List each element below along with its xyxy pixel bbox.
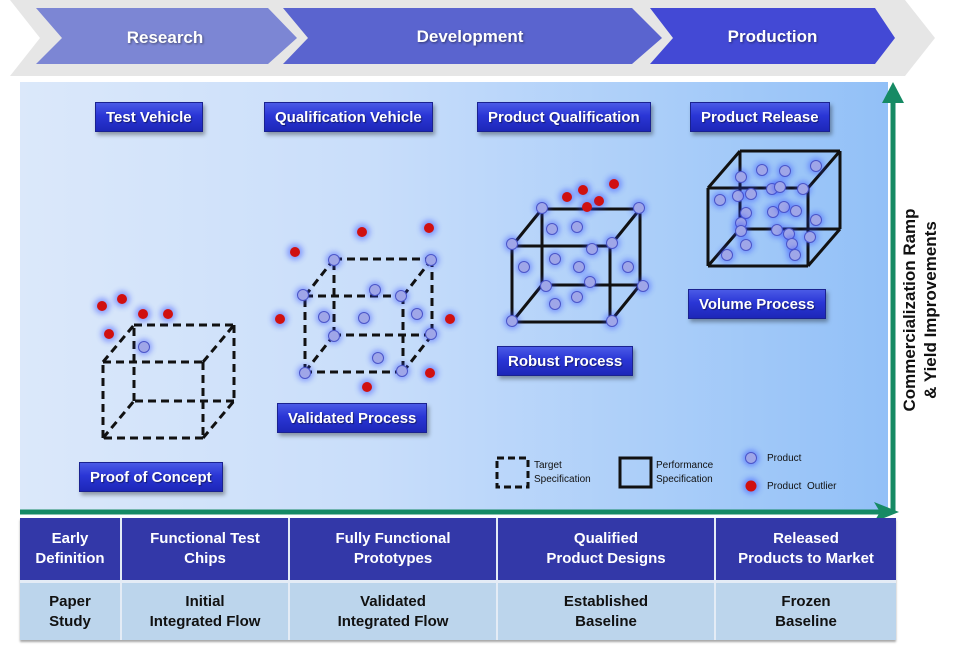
legend-outlier-label: Product Outlier (767, 481, 837, 492)
side-axis-label-line2: & Yield Improvements (921, 221, 940, 399)
phase-chevron-research[interactable] (36, 8, 297, 64)
tag-volume-process: Volume Process (688, 289, 826, 319)
phase-chevron-production[interactable] (650, 8, 895, 64)
tag-proof-of-concept: Proof of Concept (79, 462, 223, 492)
phase-label-development: Development (416, 27, 524, 46)
phase-band (10, 0, 935, 76)
tag-validated-process: Validated Process (277, 403, 428, 433)
tag-test-vehicle: Test Vehicle (95, 102, 203, 132)
side-axis-label: Commercialization Ramp & Yield Improveme… (899, 208, 941, 411)
phase-label-research: Research (126, 28, 204, 47)
legend-target-spec-label: Target Specification (534, 460, 591, 485)
tag-product-qualification: Product Qualification (477, 102, 651, 132)
legend-performance-spec-label: Performance Specification (656, 460, 714, 485)
side-axis-label-line1: Commercialization Ramp (900, 208, 919, 412)
tag-robust-process: Robust Process (497, 346, 634, 376)
legend-product-label: Product (767, 453, 802, 464)
phase-label-production: Production (727, 27, 818, 46)
tag-product-release: Product Release (690, 102, 830, 132)
tag-qualification-vehicle: Qualification Vehicle (264, 102, 433, 132)
phase-chevron-development[interactable] (283, 8, 662, 64)
